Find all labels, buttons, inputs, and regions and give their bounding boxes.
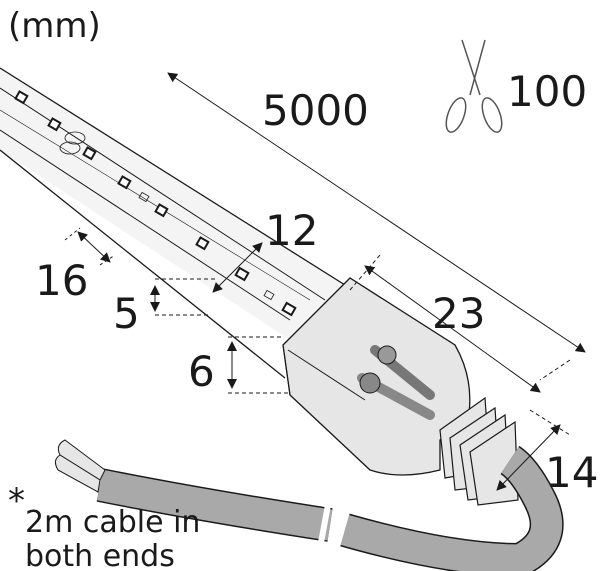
endcap-length-label: 23 xyxy=(432,289,485,338)
cut-interval-label: 100 xyxy=(507,67,587,116)
dimension-lines xyxy=(64,72,586,491)
note-line-1: 2m cable in xyxy=(25,505,200,540)
unit-label: (mm) xyxy=(8,6,101,46)
cable-diameter-label: 14 xyxy=(545,448,598,497)
wire-ends xyxy=(54,439,106,493)
scissors-icon xyxy=(445,39,503,133)
note-asterisk: * xyxy=(8,481,25,521)
width-label: 12 xyxy=(265,206,318,255)
led-pitch-label: 16 xyxy=(35,256,88,305)
note-line-2: both ends xyxy=(25,539,175,571)
length-label: 5000 xyxy=(262,86,369,135)
strip-height-label: 5 xyxy=(113,289,140,338)
profile-height-label: 6 xyxy=(188,347,215,396)
